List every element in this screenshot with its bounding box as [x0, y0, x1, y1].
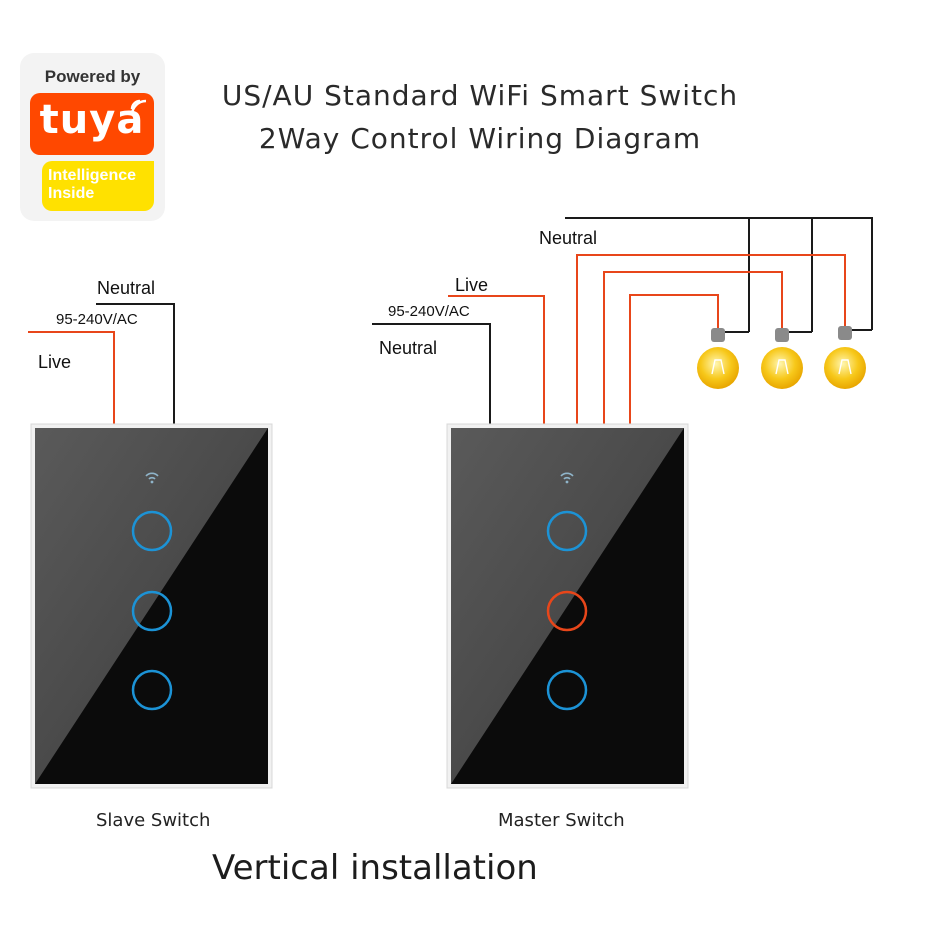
slave-wires: [28, 303, 175, 424]
light-bulb-icon: [697, 328, 739, 389]
master-voltage-label: 95-240V/AC: [388, 303, 470, 320]
touch-button-3: [131, 669, 173, 711]
intelligence-inside-tag: Intelligence Inside: [42, 161, 154, 211]
master-neutral-label: Neutral: [379, 338, 438, 358]
powered-by-text: Powered by: [44, 67, 141, 86]
slave-switch-panel: [30, 423, 273, 789]
wifi-icon: [145, 472, 159, 484]
slave-neutral-wire: [96, 303, 175, 424]
slave-neutral-label: Neutral: [97, 278, 156, 298]
light-bulb-icon: [761, 328, 803, 389]
slave-live-wire: [28, 331, 115, 424]
signal-icon: [130, 99, 147, 116]
master-live-label: Live: [455, 275, 489, 295]
touch-button-2: [131, 590, 173, 632]
master-neutral-wire: [372, 323, 491, 424]
light-bulb-icon: [824, 326, 866, 389]
touch-button-3: [546, 669, 588, 711]
touch-button-1: [546, 510, 588, 552]
brand-logo: tuya: [30, 93, 154, 155]
installation-caption: Vertical installation: [212, 848, 538, 888]
diagram-title-line2: 2Way Control Wiring Diagram: [258, 122, 702, 155]
load-wire-1: [576, 254, 846, 424]
master-switch-panel: [446, 423, 689, 789]
tagline-line2: Inside: [48, 185, 95, 202]
load-wire-3: [629, 294, 719, 424]
load-wire-2: [603, 271, 783, 424]
master-live-wire: [448, 295, 545, 424]
slave-switch-caption: Slave Switch: [96, 810, 211, 831]
master-neutral-top-label: Neutral: [539, 228, 598, 248]
tuya-badge: Powered by tuya Intelligence Inside: [20, 53, 165, 221]
diagram-title-line1: US/AU Standard WiFi Smart Switch: [221, 79, 739, 112]
tagline-line1: Intelligence: [48, 167, 137, 184]
touch-button-1: [131, 510, 173, 552]
master-neutral-bus: [565, 217, 873, 330]
master-switch-caption: Master Switch: [498, 810, 625, 831]
slave-voltage-label: 95-240V/AC: [56, 311, 138, 328]
master-wires: [372, 217, 873, 424]
touch-button-2-active: [546, 590, 588, 632]
slave-live-label: Live: [38, 352, 72, 372]
wifi-icon: [560, 472, 574, 484]
brand-name: tuya: [39, 97, 145, 143]
